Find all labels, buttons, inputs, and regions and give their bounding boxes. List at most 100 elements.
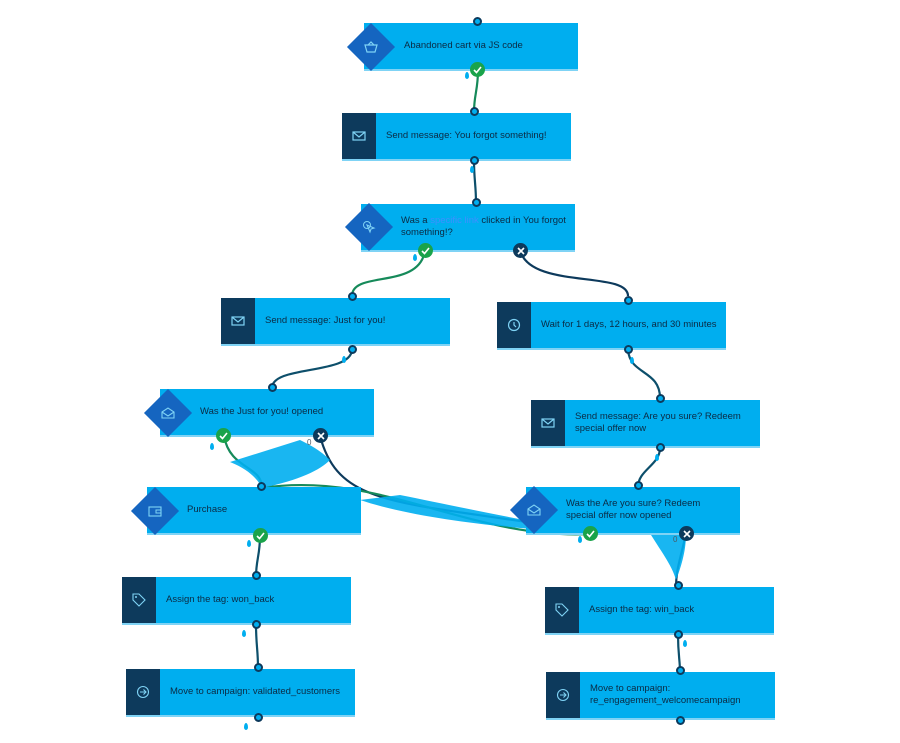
cond-link-prefix: Was a <box>401 215 431 226</box>
port-purchase-in[interactable] <box>257 482 266 491</box>
port-send-sure-in[interactable] <box>656 394 665 403</box>
cond-opened-sure-label: Was the Are you sure? Redeem special off… <box>566 498 701 521</box>
opened-just-yes-badge[interactable] <box>216 428 231 443</box>
send-forgot-node[interactable]: Send message: You forgot something! <box>342 113 571 161</box>
purchase-label: Purchase <box>187 504 228 515</box>
arrow-right-circle-icon <box>136 685 150 699</box>
envelope-icon <box>231 316 245 326</box>
move-reengage-node[interactable]: Move to campaign: re_engagement_welcomec… <box>546 672 775 720</box>
connector-fill-right <box>648 530 686 580</box>
port-cond-link-in[interactable] <box>472 198 481 207</box>
opened-sure-no-counter: 0 <box>673 535 678 544</box>
connector-wait-to-send <box>626 349 662 399</box>
send-forgot-label: Send message: You forgot something! <box>386 130 547 141</box>
wait-label: Wait for 1 days, 12 hours, and 30 minute… <box>541 319 717 330</box>
opened-sure-no-badge[interactable] <box>679 526 694 541</box>
envelope-icon <box>352 131 366 141</box>
port-tag-win-in[interactable] <box>674 581 683 590</box>
close-icon <box>316 431 325 440</box>
port-cond-opened-just-in[interactable] <box>268 383 277 392</box>
send-just-label: Send message: Just for you! <box>265 315 386 326</box>
opened-just-no-badge[interactable] <box>313 428 328 443</box>
drop-marker <box>630 357 634 364</box>
port-move-reengage-in[interactable] <box>676 666 685 675</box>
opened-just-no-counter: 0 <box>307 438 312 447</box>
port-tag-won-in[interactable] <box>252 571 261 580</box>
cond-opened-just-label: Was the Just for you! opened <box>200 406 324 417</box>
connector-tag-to-move-left <box>254 623 260 669</box>
cursor-click-icon <box>352 210 386 244</box>
tag-won-node[interactable]: Assign the tag: won_back <box>122 577 351 625</box>
tag-icon <box>555 603 569 617</box>
specific-link[interactable]: specific link <box>430 215 479 226</box>
tag-icon <box>132 593 146 607</box>
cond-link-yes-badge[interactable] <box>418 243 433 258</box>
tag-win-node[interactable]: Assign the tag: win_back <box>545 587 774 635</box>
port-send-forgot-in[interactable] <box>470 107 479 116</box>
port-wait-in[interactable] <box>624 296 633 305</box>
connector-fill-left <box>230 440 330 488</box>
open-envelope-icon <box>517 493 551 527</box>
cond-opened-just-node[interactable]: Was the Just for you! opened <box>160 389 374 437</box>
port-send-just-out[interactable] <box>348 345 357 354</box>
arrow-right-circle-icon <box>556 688 570 702</box>
connector-cond-yes <box>350 249 427 297</box>
purchase-yes-badge[interactable] <box>253 528 268 543</box>
send-sure-node[interactable]: Send message: Are you sure? Redeem speci… <box>531 400 760 448</box>
close-icon <box>516 246 525 255</box>
move-reengage-label: Move to campaign: re_engagement_welcomec… <box>590 683 741 706</box>
send-sure-label: Send message: Are you sure? Redeem speci… <box>575 411 741 434</box>
port-move-reengage-out[interactable] <box>676 716 685 725</box>
wallet-icon <box>138 494 172 528</box>
move-validated-node[interactable]: Move to campaign: validated_customers <box>126 669 355 717</box>
cond-link-no-badge[interactable] <box>513 243 528 258</box>
port-trigger-in[interactable] <box>473 17 482 26</box>
drop-marker <box>683 640 687 647</box>
send-forgot-tile <box>342 113 376 159</box>
drop-marker <box>247 540 251 547</box>
trigger-yes-badge[interactable] <box>470 62 485 77</box>
trigger-label: Abandoned cart via JS code <box>404 40 523 51</box>
purchase-node[interactable]: Purchase <box>147 487 361 535</box>
port-wait-out[interactable] <box>624 345 633 354</box>
port-tag-won-out[interactable] <box>252 620 261 629</box>
port-cond-opened-sure-in[interactable] <box>634 481 643 490</box>
connector-send-to-cond <box>472 159 478 204</box>
cond-link-node[interactable]: Was a specific link clicked in You forgo… <box>361 204 575 252</box>
port-move-validated-out[interactable] <box>254 713 263 722</box>
send-just-tile <box>221 298 255 344</box>
drop-marker <box>342 356 346 363</box>
send-just-node[interactable]: Send message: Just for you! <box>221 298 450 346</box>
envelope-icon <box>541 418 555 428</box>
basket-icon <box>354 30 388 64</box>
send-sure-tile <box>531 400 565 446</box>
drop-marker <box>244 723 248 730</box>
check-icon <box>586 529 595 538</box>
drop-marker <box>210 443 214 450</box>
cond-opened-sure-node[interactable]: Was the Are you sure? Redeem special off… <box>526 487 740 535</box>
wait-tile <box>497 302 531 348</box>
port-send-sure-out[interactable] <box>656 443 665 452</box>
wait-node[interactable]: Wait for 1 days, 12 hours, and 30 minute… <box>497 302 726 350</box>
tag-won-tile <box>122 577 156 623</box>
opened-sure-yes-badge[interactable] <box>583 526 598 541</box>
port-move-validated-in[interactable] <box>254 663 263 672</box>
drop-marker <box>655 454 659 461</box>
cond-link-label: Was a specific link clicked in You forgo… <box>361 215 575 239</box>
port-send-forgot-out[interactable] <box>470 156 479 165</box>
check-icon <box>473 65 482 74</box>
move-validated-label: Move to campaign: validated_customers <box>170 686 341 697</box>
connector-just-to-cond <box>270 349 354 389</box>
drop-marker <box>578 536 582 543</box>
move-reengage-tile <box>546 672 580 718</box>
tag-win-label: Assign the tag: win_back <box>589 604 695 615</box>
check-icon <box>219 431 228 440</box>
drop-marker <box>470 166 474 173</box>
drop-marker <box>465 72 469 79</box>
tag-won-label: Assign the tag: won_back <box>166 594 275 605</box>
port-send-just-in[interactable] <box>348 292 357 301</box>
check-icon <box>256 531 265 540</box>
port-tag-win-out[interactable] <box>674 630 683 639</box>
move-validated-tile <box>126 669 160 715</box>
check-icon <box>421 246 430 255</box>
